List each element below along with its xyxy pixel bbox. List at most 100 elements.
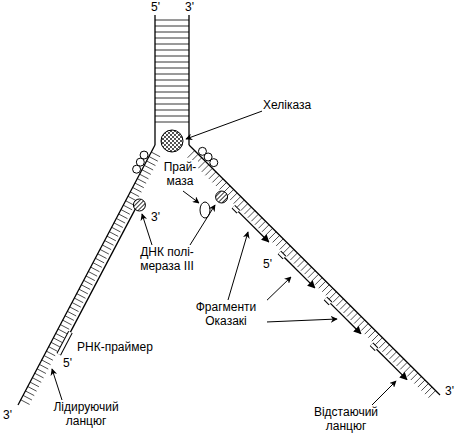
base-tick	[137, 179, 146, 184]
base-tick	[79, 289, 88, 294]
base-tick	[135, 183, 144, 188]
base-tick	[121, 210, 130, 215]
base-tick	[276, 239, 283, 246]
base-pair	[155, 80, 189, 81]
leader-arrow	[52, 369, 62, 400]
base-tick	[51, 342, 60, 347]
base-tick	[42, 360, 51, 365]
label: 3'	[184, 0, 195, 14]
base-pair	[155, 92, 189, 93]
base-tick	[301, 264, 308, 271]
base-tick	[123, 205, 132, 210]
base-tick	[244, 207, 251, 214]
dna-strands	[18, 15, 440, 405]
base-tick	[105, 241, 114, 246]
base-tick	[251, 214, 258, 221]
base-tick	[130, 192, 139, 197]
base-pair	[155, 44, 189, 45]
base-tick	[315, 278, 322, 285]
base-tick	[283, 246, 290, 253]
base-tick	[322, 285, 329, 292]
base-pair	[155, 50, 189, 51]
base-tick	[109, 232, 118, 237]
base-tick	[365, 327, 372, 334]
base-tick	[100, 249, 109, 254]
base-tick	[216, 179, 223, 186]
base-tick	[44, 356, 53, 361]
base-tick	[340, 302, 347, 309]
base-tick	[400, 362, 407, 369]
base-tick	[205, 168, 212, 175]
base-tick	[290, 253, 297, 260]
rna-primer	[59, 332, 71, 354]
label: РНК-праймер	[76, 340, 154, 354]
base-tick	[241, 204, 248, 211]
base-tick	[429, 391, 436, 398]
base-tick	[84, 280, 93, 285]
base-pair	[155, 38, 189, 39]
base-tick	[149, 157, 158, 162]
base-tick	[202, 165, 209, 172]
base-tick	[25, 391, 34, 396]
dna-polymerase	[133, 199, 145, 211]
base-tick	[91, 267, 100, 272]
helicase	[161, 130, 183, 152]
base-tick	[209, 172, 216, 179]
dna-polymerase	[216, 191, 228, 203]
base-tick	[382, 345, 389, 352]
leader-arrow	[186, 110, 265, 139]
base-tick	[72, 302, 81, 307]
leader-arrow	[183, 191, 199, 203]
label: ДНК полі- мераза III	[130, 245, 204, 273]
base-tick	[188, 151, 195, 158]
base-tick	[49, 347, 58, 352]
base-tick	[351, 313, 358, 320]
base-tick	[305, 267, 312, 274]
base-tick	[219, 182, 226, 189]
base-tick	[354, 316, 361, 323]
base-tick	[237, 200, 244, 207]
base-pair	[155, 68, 189, 69]
base-tick	[418, 380, 425, 387]
base-tick	[294, 257, 301, 264]
base-tick	[326, 288, 333, 295]
leader-arrow	[266, 319, 337, 322]
base-tick	[119, 214, 128, 219]
base-tick	[397, 359, 404, 366]
base-tick	[269, 232, 276, 239]
ssb-protein	[210, 159, 218, 167]
base-tick	[386, 348, 393, 355]
base-tick	[46, 351, 55, 356]
base-tick	[404, 366, 411, 373]
base-tick	[88, 272, 97, 277]
okazaki-primer-fill	[325, 298, 330, 303]
base-tick	[58, 329, 67, 334]
label: 3'	[150, 210, 161, 224]
base-tick	[248, 211, 255, 218]
leaders	[52, 110, 396, 405]
base-tick	[65, 316, 74, 321]
base-pair	[155, 74, 189, 75]
okazaki-primer	[372, 344, 377, 349]
leader-arrow	[372, 381, 396, 405]
base-tick	[287, 249, 294, 256]
base-tick	[56, 333, 65, 338]
label: 3'	[2, 408, 13, 422]
base-pair	[155, 86, 189, 87]
base-pair	[155, 62, 189, 63]
base-tick	[112, 227, 121, 232]
base-tick	[343, 306, 350, 313]
base-tick	[411, 373, 418, 380]
base-tick	[425, 387, 432, 394]
base-tick	[70, 307, 79, 312]
base-tick	[319, 281, 326, 288]
leader-arrow	[228, 232, 248, 300]
base-pair	[155, 104, 189, 105]
base-tick	[21, 400, 30, 405]
base-pair	[155, 116, 189, 117]
label: 5'	[150, 0, 161, 14]
base-tick	[266, 228, 273, 235]
label: Відстаючий ланцюг	[300, 405, 392, 433]
